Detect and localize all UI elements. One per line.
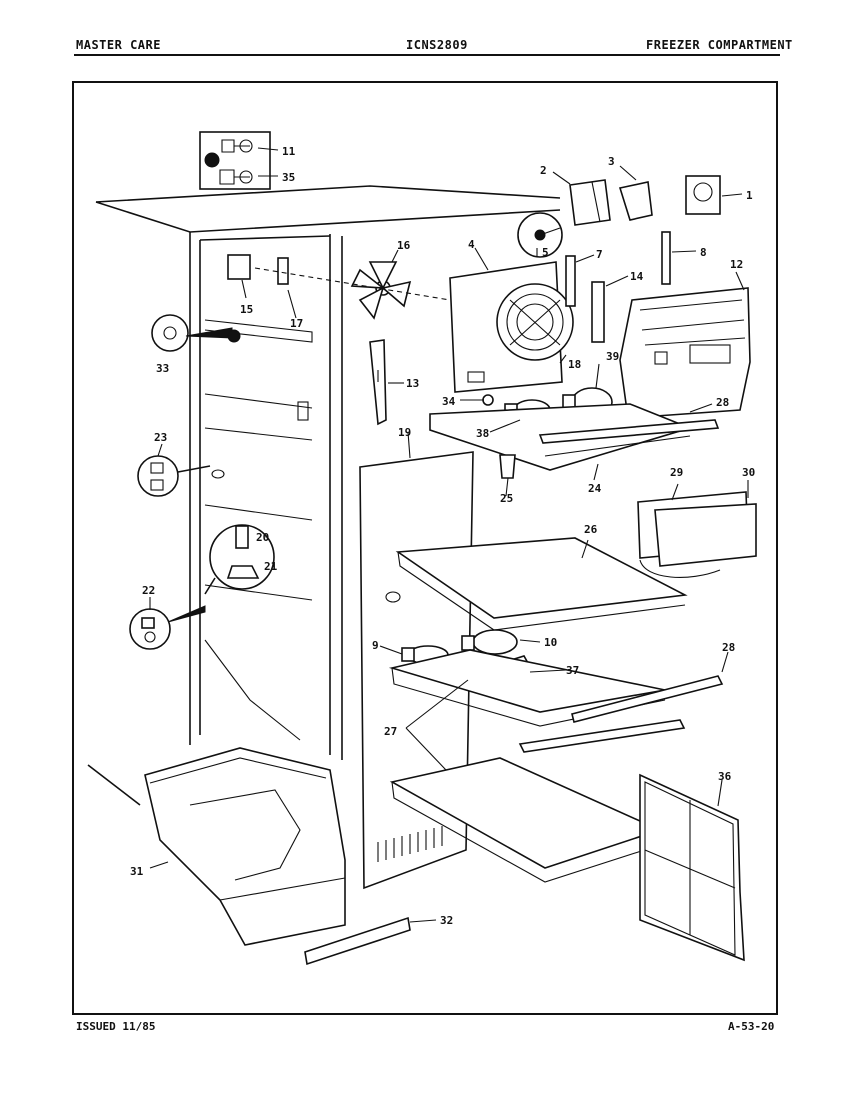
callout-34: 34	[442, 395, 456, 408]
dashed-guide	[254, 267, 451, 301]
detail-circle-20-21	[204, 524, 275, 595]
callout-12: 12	[730, 258, 743, 271]
header-model-number: ICNS2809	[406, 38, 468, 52]
callout-30: 30	[742, 466, 755, 479]
callout-7: 7	[596, 248, 603, 261]
callout-17: 17	[290, 317, 303, 330]
part-17	[277, 257, 289, 285]
bracket-3	[618, 181, 653, 221]
strip-8	[661, 231, 671, 285]
upper-shelf	[429, 403, 720, 479]
part-15	[227, 254, 251, 280]
inset-box	[199, 131, 271, 190]
callout-32: 32	[440, 914, 453, 927]
callout-35: 35	[282, 171, 295, 184]
diagram-frame	[72, 81, 778, 1015]
footer-page-code: A-53-20	[728, 1020, 775, 1033]
callout-19: 19	[398, 426, 411, 439]
callout-20: 20	[256, 531, 269, 544]
callout-3: 3	[608, 155, 615, 168]
callout-31: 31	[130, 865, 144, 878]
callout-10: 10	[544, 636, 557, 649]
light-socket-1	[685, 175, 721, 215]
callout-28-upper: 28	[716, 396, 729, 409]
header-rule	[74, 54, 780, 56]
ice-tray-assembly	[637, 491, 757, 578]
callout-2: 2	[540, 164, 547, 177]
fan-blade	[350, 261, 412, 320]
callout-4: 4	[468, 238, 475, 251]
callout-25: 25	[500, 492, 513, 505]
callout-1: 1	[746, 189, 753, 202]
middle-shelf	[388, 649, 724, 753]
rear-panel	[639, 773, 745, 962]
callout-22: 22	[142, 584, 155, 597]
callout-9: 9	[372, 639, 379, 652]
callout-37: 37	[566, 664, 579, 677]
callout-18: 18	[568, 358, 581, 371]
callout-13: 13	[406, 377, 419, 390]
callout-14: 14	[630, 270, 644, 283]
callout-labels: 1 2 3 4 5 7 8 9 10 11 12 13 14 15 16 17 …	[130, 145, 755, 927]
callout-15: 15	[240, 303, 253, 316]
detail-circle-23	[137, 455, 225, 497]
detail-circle-33	[151, 314, 241, 352]
bracket-2	[569, 179, 611, 226]
footer-issue-date: ISSUED 11/85	[76, 1020, 156, 1033]
callout-11: 11	[282, 145, 296, 158]
callout-27: 27	[384, 725, 397, 738]
callout-38: 38	[476, 427, 489, 440]
callout-16: 16	[397, 239, 411, 252]
control-housing	[619, 287, 751, 419]
leader-lines	[149, 147, 749, 923]
freezer-bin	[144, 747, 346, 946]
detail-circle-22	[129, 605, 206, 650]
callout-33: 33	[156, 362, 169, 375]
strip-14	[591, 281, 605, 343]
callout-29: 29	[670, 466, 683, 479]
fan-motor	[517, 212, 563, 258]
callout-26: 26	[584, 523, 598, 536]
callout-23: 23	[154, 431, 167, 444]
strip-7	[565, 255, 576, 307]
shelf-26	[395, 537, 688, 631]
callout-39: 39	[606, 350, 619, 363]
callout-21: 21	[264, 560, 278, 573]
callout-36: 36	[718, 770, 732, 783]
callout-8: 8	[700, 246, 707, 259]
callout-28-lower: 28	[722, 641, 735, 654]
cabinet-body	[87, 185, 561, 806]
fan-motor-assembly	[449, 261, 574, 393]
header-section-title: FREEZER COMPARTMENT	[646, 38, 793, 52]
callout-24: 24	[588, 482, 602, 495]
header-brand: MASTER CARE	[76, 38, 161, 52]
bin-trim	[304, 916, 411, 966]
callout-5: 5	[542, 246, 549, 259]
